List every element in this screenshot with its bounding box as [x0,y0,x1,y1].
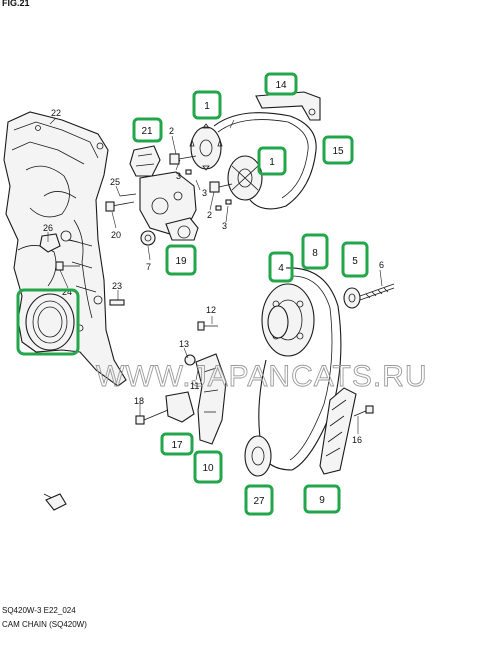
tensioner-arm [195,353,227,445]
label-18: 18 [134,396,144,406]
diagram-code: SQ420W-3 E22_024 [2,606,76,615]
callout-17-text: 17 [171,440,183,451]
small-bolts [43,321,374,511]
timing-cover [3,111,127,387]
callout-9-text: 9 [319,495,325,506]
label-24: 24 [62,287,72,297]
callout-1-upper[interactable]: 1 [192,90,222,120]
idler-sprocket [261,283,315,357]
chain-tensioner [39,145,199,253]
label-3-middle: 3 [202,188,207,198]
figure-header: FIG.21 [2,0,30,8]
callout-27[interactable]: 27 [244,484,274,516]
tensioner-adjuster [135,391,195,425]
callout-4-text: 4 [278,263,284,274]
label-3-lower: 3 [222,221,227,231]
label-11: 11 [190,381,199,391]
cover-bolts [55,239,125,306]
callout-8-text: 8 [312,248,318,259]
callout-15-text: 15 [332,146,344,157]
leader-lines [47,117,383,434]
callout-14-text: 14 [275,80,287,91]
label-22: 22 [51,108,61,118]
crankshaft-sprocket [244,435,272,477]
chain-guide-upper [255,91,321,121]
idler-shaft [343,283,395,309]
chain-guide-lower [319,387,357,475]
upper-timing-chain [213,112,317,210]
callout-1-lower-text: 1 [269,157,275,168]
label-2-lower: 2 [207,210,212,220]
callout-17[interactable]: 17 [160,432,194,456]
diagram-title: CAM CHAIN (SQ420W) [2,620,87,629]
callout-10[interactable]: 10 [193,450,223,484]
label-26: 26 [43,223,53,233]
callout-5-text: 5 [352,256,358,267]
label-20: 20 [111,230,121,240]
callout-9[interactable]: 9 [303,484,341,514]
label-13: 13 [179,339,189,349]
camshaft-sprocket-intake [189,123,223,171]
camshaft-sprocket-exhaust [227,155,263,201]
watermark-text: WWW.JAPANCATS.RU [96,360,428,393]
callout-seal-box[interactable] [16,288,80,356]
label-25: 25 [110,177,120,187]
callout-8[interactable]: 8 [301,233,329,270]
label-23: 23 [112,281,122,291]
part-number-labels: 22 2 3 25 3 2 3 20 26 7 24 23 6 12 13 11… [43,108,384,445]
callout-19[interactable]: 19 [165,244,197,276]
label-6: 6 [379,260,384,270]
callout-10-text: 10 [202,463,214,474]
callout-5[interactable]: 5 [341,241,369,278]
callout-4[interactable]: 4 [268,251,294,283]
callout-1-upper-text: 1 [204,101,210,112]
callout-21[interactable]: 21 [132,117,163,143]
callout-15[interactable]: 15 [322,135,354,165]
bolt-7 [140,230,156,246]
label-12: 12 [206,305,216,315]
callout-19-text: 19 [175,256,187,267]
callout-21-text: 21 [141,126,153,137]
callout-1-lower[interactable]: 1 [257,146,287,176]
sprocket-bolts [169,153,233,211]
callout-14[interactable]: 14 [264,72,298,96]
label-2-upper: 2 [169,126,174,136]
callout-27-text: 27 [253,496,265,507]
label-7: 7 [146,262,151,272]
label-16: 16 [352,435,362,445]
label-3-upper: 3 [176,171,181,181]
